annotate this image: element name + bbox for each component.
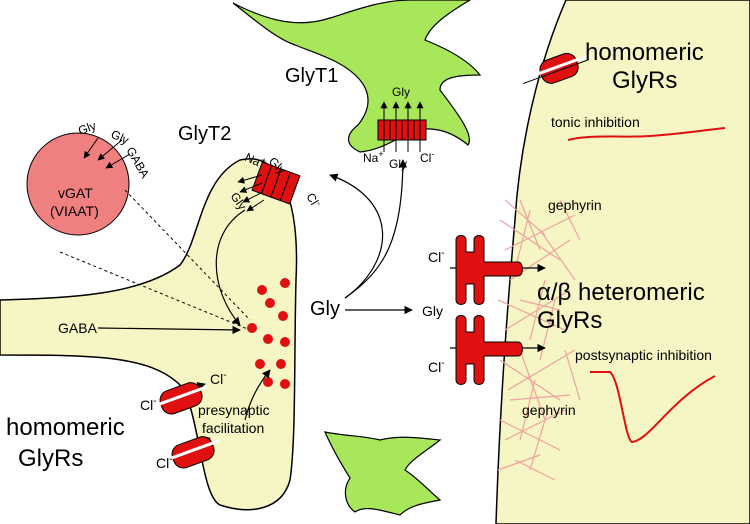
homomeric-bottom-label-2: GlyRs [18, 445, 83, 472]
hetero-label-2: GlyRs [537, 307, 602, 334]
tonic-trace [567, 127, 726, 141]
glyt2-transporter [251, 161, 301, 205]
gephyrin-mesh [497, 199, 581, 481]
t2-na-label: Na+ [243, 148, 268, 171]
presyn-label-2: facilitation [202, 420, 264, 436]
presynaptic-terminal [0, 158, 298, 511]
vgat-vesicle [26, 132, 130, 236]
cl-l1b-label: Cl- [140, 396, 157, 413]
glial-cell-bottom [323, 431, 442, 516]
glyt1-transporter [377, 119, 427, 141]
t2-cl-label: Cl- [303, 190, 324, 210]
vgat-gly1-label: Gly [76, 119, 98, 138]
vgat-label-2: (VIAAT) [50, 203, 99, 219]
glyt2-label: GlyT2 [178, 123, 231, 145]
gly-center-label: Gly [310, 298, 340, 320]
glial-cell-top [232, 0, 482, 153]
homomeric-top-label-2: GlyRs [612, 67, 677, 94]
postsynaptic-trace [590, 371, 716, 444]
vgat-gly2-label: Gly [109, 127, 131, 147]
t1-gly-label: Gly [392, 85, 410, 99]
gephyrin-bottom-label: gephyrin [522, 402, 576, 418]
cl-r2-label: Cl- [428, 358, 445, 375]
t1-na-label: Na+ [363, 149, 384, 165]
cl-l1a-label: Cl- [210, 370, 227, 387]
gaba-left-label: GABA [58, 320, 98, 336]
t1-gly-b-label: Gly [389, 157, 407, 171]
homomeric-glyr-top [521, 52, 590, 85]
heteromeric-glyr-upper [455, 235, 523, 305]
cl-l2-label: Cl- [156, 454, 173, 471]
t1-cl-label: Cl- [420, 149, 434, 165]
homomeric-bottom-label: homomeric [6, 414, 125, 441]
presyn-label: presynaptic [198, 402, 270, 418]
glyt1-label: GlyT1 [285, 65, 338, 87]
vgat-label: vGAT [58, 185, 93, 201]
tonic-label: tonic inhibition [551, 114, 640, 130]
cl-r1-label: Cl- [428, 248, 445, 265]
gly-right-label: Gly [422, 303, 443, 319]
gephyrin-top-label: gephyrin [548, 197, 602, 213]
homomeric-glyr-presyn-2 [162, 436, 221, 469]
hetero-label: α/β heteromeric [537, 279, 705, 306]
homomeric-top-label: homomeric [585, 39, 704, 66]
synaptic-vesicles [247, 278, 290, 389]
homomeric-glyr-presyn-1 [150, 382, 209, 415]
postsynaptic-label: postsynaptic inhibition [575, 347, 712, 363]
heteromeric-glyr-lower [455, 315, 523, 385]
